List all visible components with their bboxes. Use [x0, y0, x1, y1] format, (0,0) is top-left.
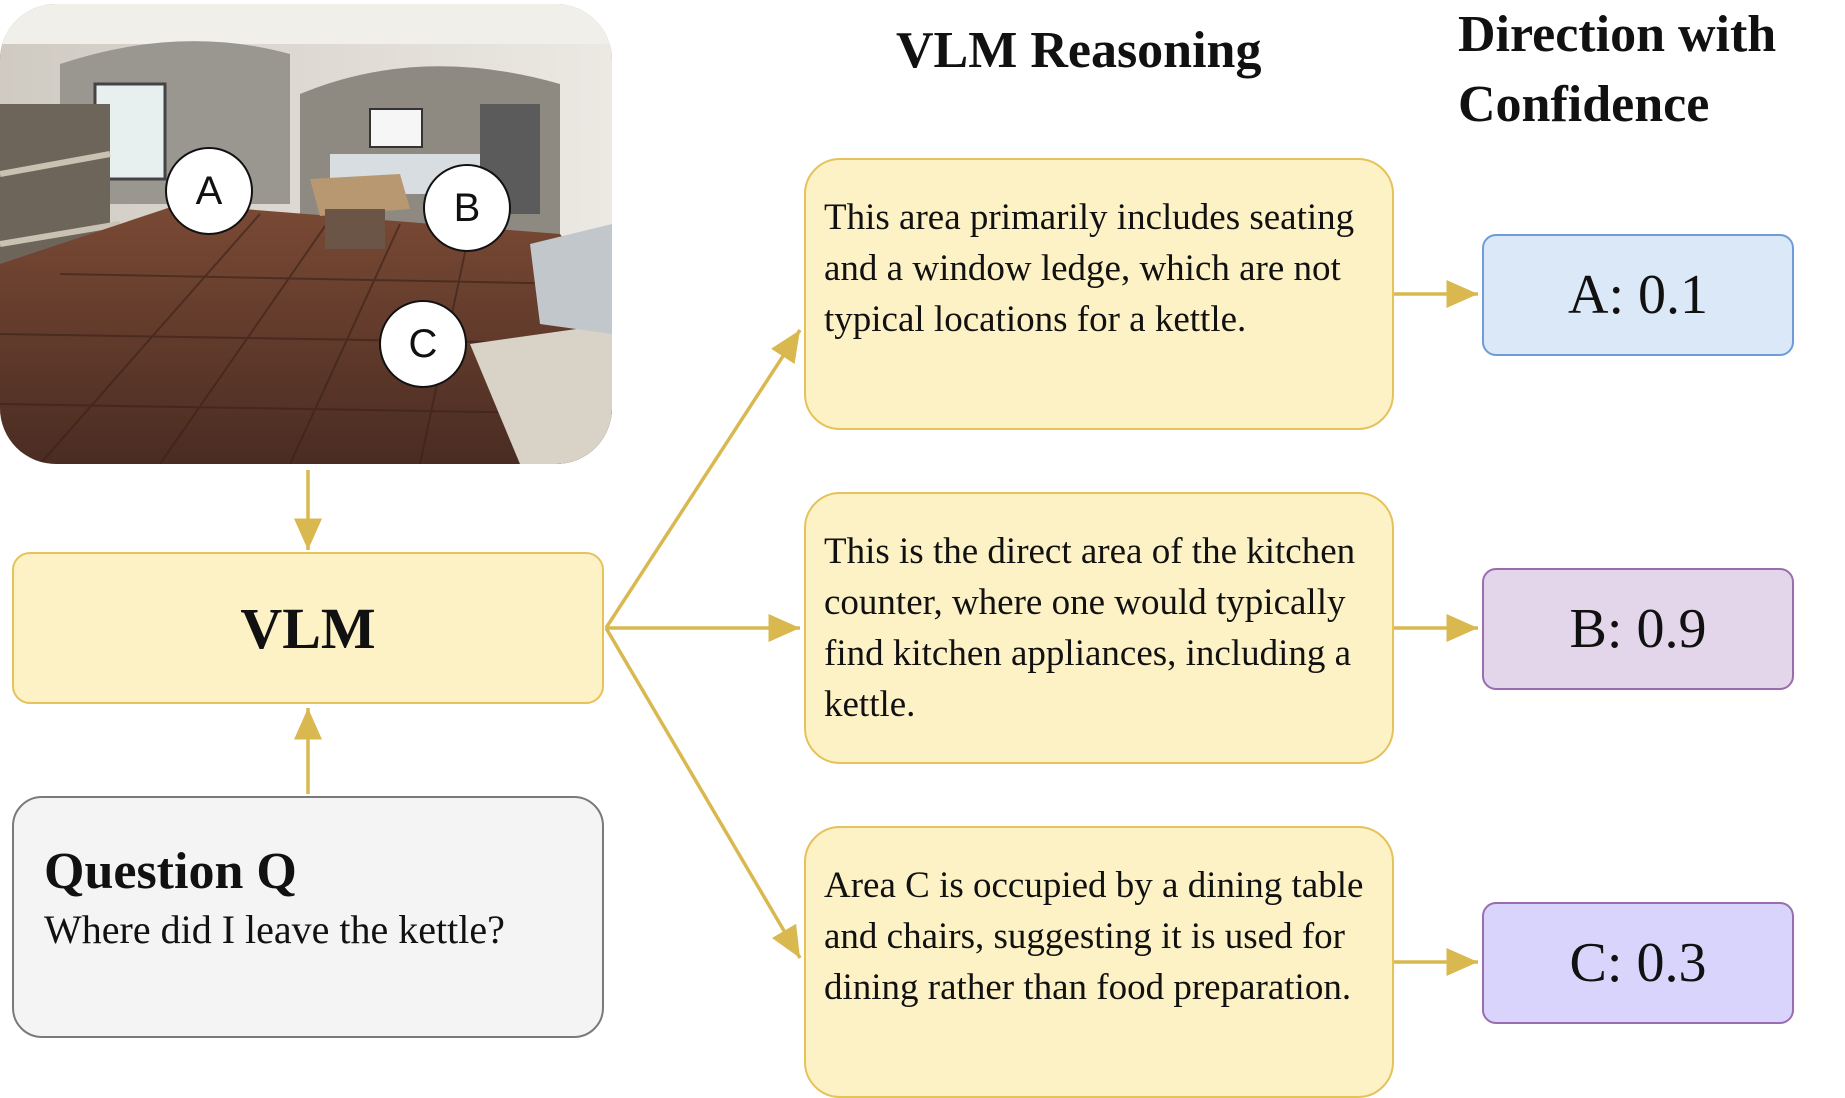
scene-drawing	[0, 4, 612, 464]
arrow-vlm-to-reason-a	[604, 329, 802, 629]
question-title: Question Q	[44, 843, 297, 900]
arrow-vlm-to-reason-c	[604, 627, 802, 959]
header-direction-confidence: Direction with Confidence	[1458, 6, 1777, 133]
reasoning-box-b: This is the direct area of the kitchen c…	[804, 492, 1394, 764]
question-text: Where did I leave the kettle?	[44, 907, 505, 952]
header-vlm-reasoning: VLM Reasoning	[896, 22, 1262, 79]
confidence-box-a: A: 0.1	[1482, 234, 1794, 356]
marker-c: C	[379, 300, 467, 388]
confidence-box-c: C: 0.3	[1482, 902, 1794, 1024]
confidence-box-b: B: 0.9	[1482, 568, 1794, 690]
marker-a: A	[165, 147, 253, 235]
reasoning-box-c: Area C is occupied by a dining table and…	[804, 826, 1394, 1098]
reasoning-box-a: This area primarily includes seating and…	[804, 158, 1394, 430]
scene-image: A B C	[0, 4, 612, 464]
question-box: Question Q Where did I leave the kettle?	[12, 796, 604, 1038]
marker-b: B	[423, 164, 511, 252]
vlm-box: VLM	[12, 552, 604, 704]
